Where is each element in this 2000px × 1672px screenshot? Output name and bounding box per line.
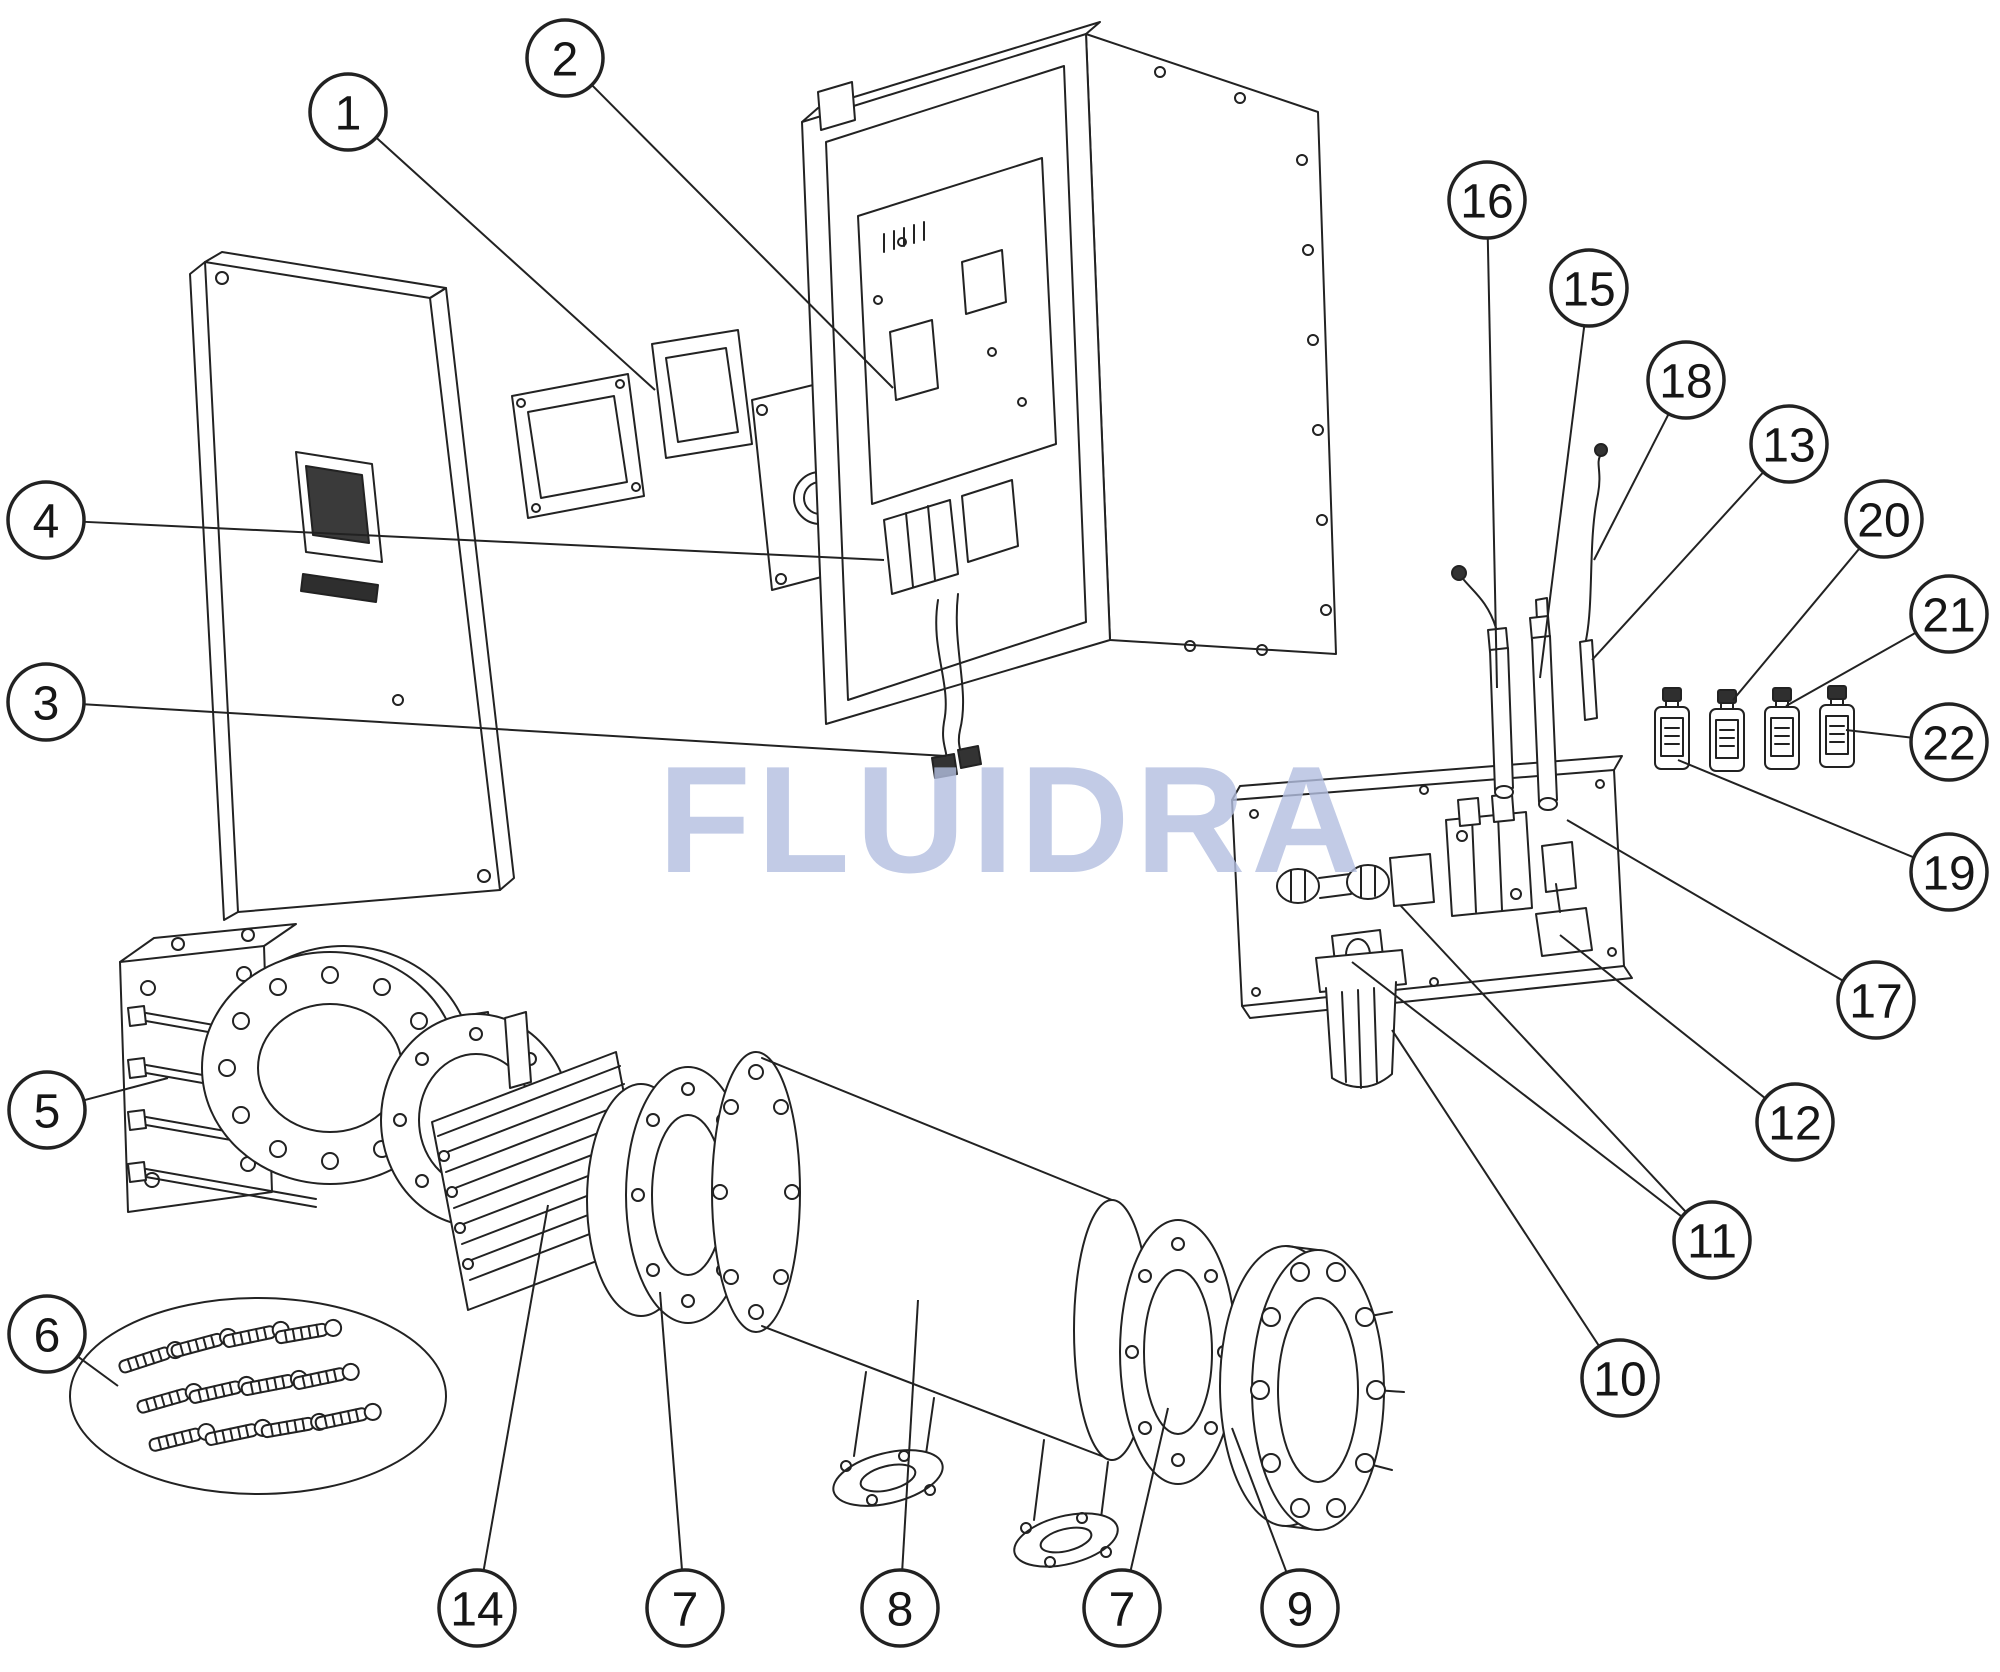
cell-port-a <box>832 1371 944 1507</box>
cell-welded-flange <box>711 1051 801 1333</box>
display-module <box>511 373 645 519</box>
calibration-bottles <box>1654 685 1855 772</box>
power-terminal-blocks <box>883 479 1019 595</box>
screw-set <box>69 1297 447 1495</box>
front-cover-panel <box>189 251 515 921</box>
sensor-probes <box>1451 443 1608 811</box>
cell-assembly <box>586 1051 1405 1568</box>
main-pcb <box>857 157 1057 505</box>
fluidra-watermark: FLUIDRA <box>658 735 1368 905</box>
temperature-sensor <box>1579 443 1608 721</box>
cell-body <box>761 1057 1151 1461</box>
cell-loose-flange <box>1119 1219 1237 1485</box>
orp-probe <box>1451 565 1514 799</box>
filter-pot <box>1315 949 1407 1089</box>
end-cap-assembly <box>1219 1245 1405 1531</box>
control-cabinet <box>801 21 1337 779</box>
cell-port-b <box>1013 1439 1119 1568</box>
display-bezel-frame <box>651 329 753 459</box>
